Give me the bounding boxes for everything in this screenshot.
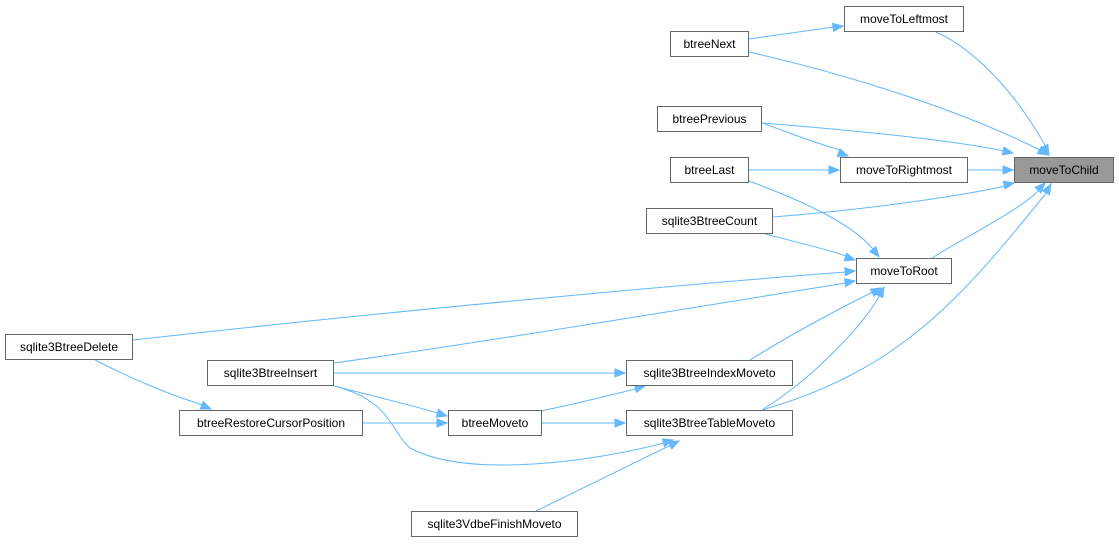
edge-btreeLast-to-moveToRoot: [748, 180, 874, 250]
arrowhead-icon: [828, 165, 841, 175]
edge-sqlite3BtreeCount-to-moveToRoot: [764, 233, 847, 257]
arrowhead-icon: [874, 285, 885, 299]
edge-sqlite3VdbeFinishMoveto-to-sqlite3BtreeTableMoveto: [535, 444, 672, 512]
edge-sqlite3BtreeInsert-to-moveToRoot: [333, 282, 847, 364]
arrowhead-icon: [1002, 165, 1015, 175]
edge-sqlite3BtreeTableMoveto-to-moveToChild: [761, 191, 1048, 411]
edge-moveToRoot-to-moveToChild: [931, 190, 1039, 259]
edge-moveToLeftmost-to-moveToChild: [935, 31, 1047, 148]
arrowhead-icon: [1041, 182, 1052, 196]
edge-sqlite3BtreeInsert-to-sqlite3BtreeTableMoveto: [333, 385, 665, 466]
node-moveToChild: moveToChild: [1014, 157, 1114, 183]
edge-btreePrevious-to-moveToRightmost: [761, 122, 841, 151]
arrowhead-icon: [843, 277, 857, 288]
node-moveToLeftmost[interactable]: moveToLeftmost: [844, 6, 964, 32]
edge-btreePrevious-to-moveToChild: [761, 122, 1005, 152]
arrowhead-icon: [844, 267, 857, 277]
arrowhead-icon: [614, 418, 627, 428]
node-sqlite3BtreeIndexMoveto[interactable]: sqlite3BtreeIndexMoveto: [626, 360, 793, 386]
edge-sqlite3BtreeTableMoveto-to-moveToRoot: [761, 294, 881, 411]
edge-sqlite3BtreeDelete-to-btreeRestoreCursorPosition: [94, 359, 204, 406]
arrowhead-icon: [667, 440, 681, 450]
node-sqlite3BtreeTableMoveto[interactable]: sqlite3BtreeTableMoveto: [626, 410, 793, 436]
edge-sqlite3BtreeDelete-to-moveToRoot: [132, 271, 847, 341]
edge-btreeNext-to-moveToChild: [748, 51, 1041, 151]
arrowhead-icon: [843, 252, 857, 262]
node-moveToRoot[interactable]: moveToRoot: [856, 258, 952, 284]
arrowhead-icon: [868, 245, 880, 259]
arrowhead-icon: [831, 22, 845, 33]
node-btreeRestoreCursorPosition[interactable]: btreeRestoreCursorPosition: [179, 410, 363, 436]
edge-btreeMoveto-to-sqlite3BtreeIndexMoveto: [540, 388, 637, 412]
edge-btreeNext-to-moveToLeftmost: [748, 26, 835, 40]
node-moveToRightmost[interactable]: moveToRightmost: [840, 157, 968, 183]
node-sqlite3BtreeInsert[interactable]: sqlite3BtreeInsert: [207, 360, 334, 386]
arrowhead-icon: [1002, 180, 1016, 190]
arrowhead-icon: [1034, 182, 1046, 194]
arrowhead-icon: [836, 147, 850, 157]
node-sqlite3VdbeFinishMoveto[interactable]: sqlite3VdbeFinishMoveto: [411, 511, 578, 537]
node-sqlite3BtreeDelete[interactable]: sqlite3BtreeDelete: [5, 334, 133, 360]
arrowhead-icon: [1036, 145, 1050, 156]
node-btreeLast[interactable]: btreeLast: [670, 157, 749, 183]
arrowhead-icon: [199, 400, 213, 410]
arrowhead-icon: [1001, 146, 1015, 156]
edge-sqlite3BtreeIndexMoveto-to-moveToRoot: [749, 291, 874, 361]
node-sqlite3BtreeCount[interactable]: sqlite3BtreeCount: [646, 208, 773, 234]
edge-sqlite3BtreeInsert-to-btreeMoveto: [333, 385, 439, 414]
node-btreeNext[interactable]: btreeNext: [670, 31, 749, 57]
node-btreePrevious[interactable]: btreePrevious: [657, 106, 762, 132]
arrowhead-icon: [436, 418, 449, 428]
node-btreeMoveto[interactable]: btreeMoveto: [448, 410, 542, 436]
arrowhead-icon: [435, 408, 449, 418]
edge-sqlite3BtreeCount-to-moveToChild: [772, 185, 1007, 218]
arrowhead-icon: [614, 368, 627, 378]
